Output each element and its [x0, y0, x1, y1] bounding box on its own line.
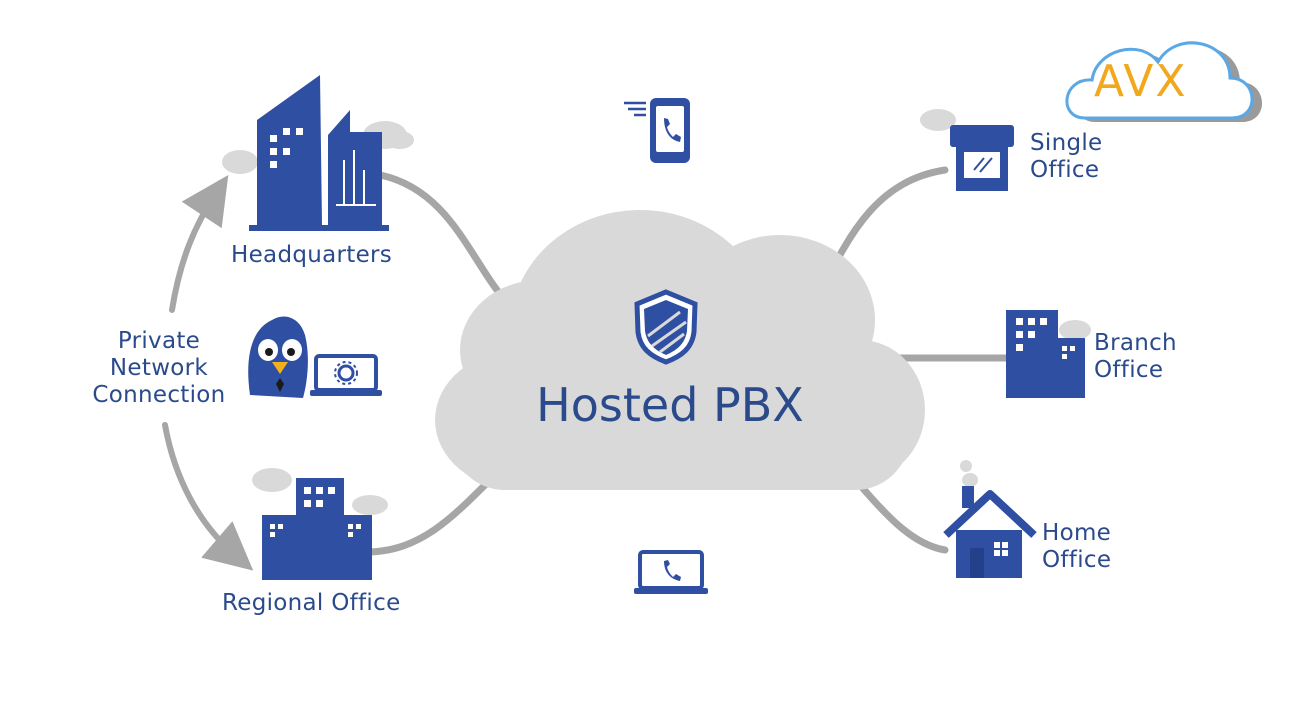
- single-office-line2: Office: [1030, 157, 1100, 183]
- home-office-line2: Office: [1042, 547, 1112, 573]
- arrow-down: [162, 422, 254, 571]
- branch-office-label: Branch Office: [1094, 330, 1177, 384]
- home-office-line1: Home: [1042, 520, 1112, 546]
- mobile-phone-icon: [624, 98, 690, 163]
- bird-mascot-icon: [248, 316, 308, 398]
- private-network-line3: Connection: [92, 382, 226, 408]
- regional-office-label: Regional Office: [222, 590, 401, 616]
- laptop-phone-icon: [634, 550, 708, 594]
- shield-icon: [634, 289, 698, 365]
- single-office-store-icon: [920, 109, 1014, 191]
- avx-logo-text: AVX: [1094, 56, 1188, 107]
- branch-office-line1: Branch: [1094, 330, 1177, 356]
- line-headquarters: [376, 171, 509, 304]
- laptop-settings-icon: [310, 354, 382, 396]
- arrow-up: [169, 175, 229, 313]
- home-office-label: Home Office: [1042, 520, 1111, 574]
- hosted-pbx-cloud: [435, 210, 925, 490]
- branch-office-building-icon: [1006, 310, 1091, 398]
- home-office-house-icon: [943, 460, 1037, 578]
- branch-office-line2: Office: [1094, 357, 1164, 383]
- single-office-line1: Single: [1030, 130, 1103, 156]
- headquarters-label: Headquarters: [231, 242, 393, 268]
- private-network-label: Private Network Connection: [84, 328, 234, 409]
- line-home-office: [856, 481, 949, 554]
- hosted-pbx-title: Hosted PBX: [536, 378, 804, 432]
- private-network-line1: Private: [117, 328, 201, 354]
- connector-lines: [366, 166, 1012, 556]
- avx-logo-cloud: [1065, 41, 1263, 122]
- headquarters-building-icon: [222, 75, 414, 231]
- private-network-arrows: [162, 175, 254, 571]
- regional-office-building-icon: [252, 468, 388, 580]
- private-network-line2: Network: [109, 355, 209, 381]
- line-regional-office: [366, 476, 494, 556]
- single-office-label: Single Office: [1030, 130, 1103, 184]
